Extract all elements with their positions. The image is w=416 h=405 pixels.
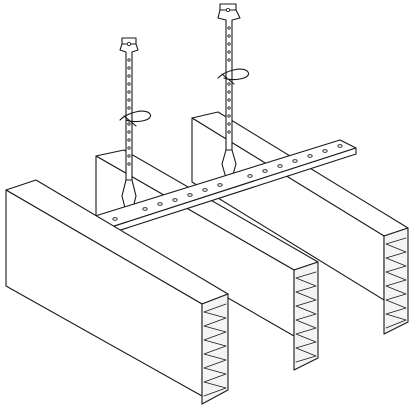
hanger-strap-left: [119, 37, 152, 213]
panel-edge-hatch: [203, 303, 227, 397]
baffle-panel-back: [191, 111, 409, 335]
strap-perforations: [227, 26, 231, 134]
spring-clip: [217, 68, 250, 85]
panel-edge-hatch: [295, 271, 317, 363]
spring-clip: [119, 110, 152, 127]
hanger-strap-right: [217, 3, 250, 179]
strap-perforations: [127, 58, 131, 166]
panel-edge-hatch: [385, 237, 407, 329]
baffle-panel-front: [5, 179, 229, 405]
